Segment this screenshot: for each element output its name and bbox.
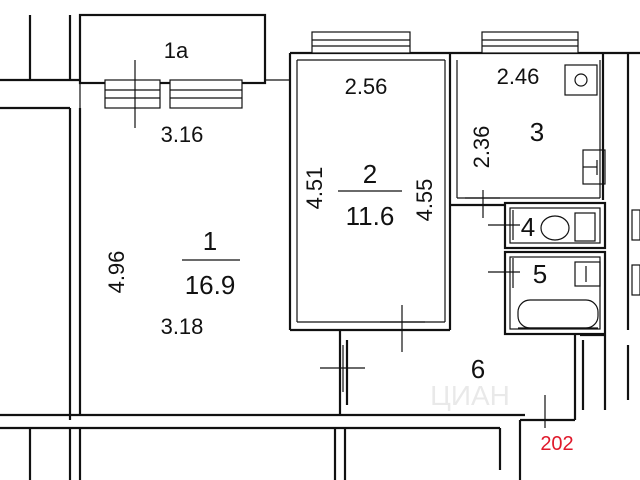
- room-3-number: 3: [530, 117, 544, 147]
- room-1-area: 16.9: [185, 270, 236, 300]
- toilet-icon: [540, 212, 596, 242]
- sink-icon: [582, 149, 606, 185]
- room-2-width: 2.56: [345, 74, 388, 99]
- room-labels: 1a 3.16 1 16.9 4.96 3.18 2.56 2 11.6 4.5…: [104, 38, 574, 455]
- watermark: ЦИАН: [430, 380, 510, 411]
- window-room-2: [311, 31, 411, 54]
- fixtures: [517, 64, 606, 329]
- room-6-number: 6: [471, 354, 485, 384]
- bathtub-icon: [517, 299, 599, 329]
- room-3-width: 2.46: [497, 64, 540, 89]
- room-4-number: 4: [521, 212, 535, 242]
- room-2-length-right: 4.55: [412, 179, 437, 222]
- windows: [104, 31, 579, 109]
- window-room-1: [104, 79, 243, 109]
- window-room-3: [481, 31, 579, 54]
- room-2-number: 2: [363, 159, 377, 189]
- room-1-length: 4.96: [104, 251, 129, 294]
- door-marks: [134, 60, 546, 428]
- room-2-length-left: 4.51: [302, 167, 327, 210]
- room-2-area: 11.6: [346, 201, 395, 231]
- room-1-width-top: 3.16: [161, 122, 204, 147]
- apartment-number: 202: [540, 433, 573, 455]
- room-1-number: 1: [203, 226, 217, 256]
- stove-icon: [564, 64, 598, 96]
- room-5-number: 5: [533, 259, 547, 289]
- room-1-width-bottom: 3.18: [161, 314, 204, 339]
- room-number-1a: 1a: [164, 38, 189, 63]
- room-3-length: 2.36: [469, 126, 494, 169]
- bathroom-sink-icon: [574, 261, 601, 287]
